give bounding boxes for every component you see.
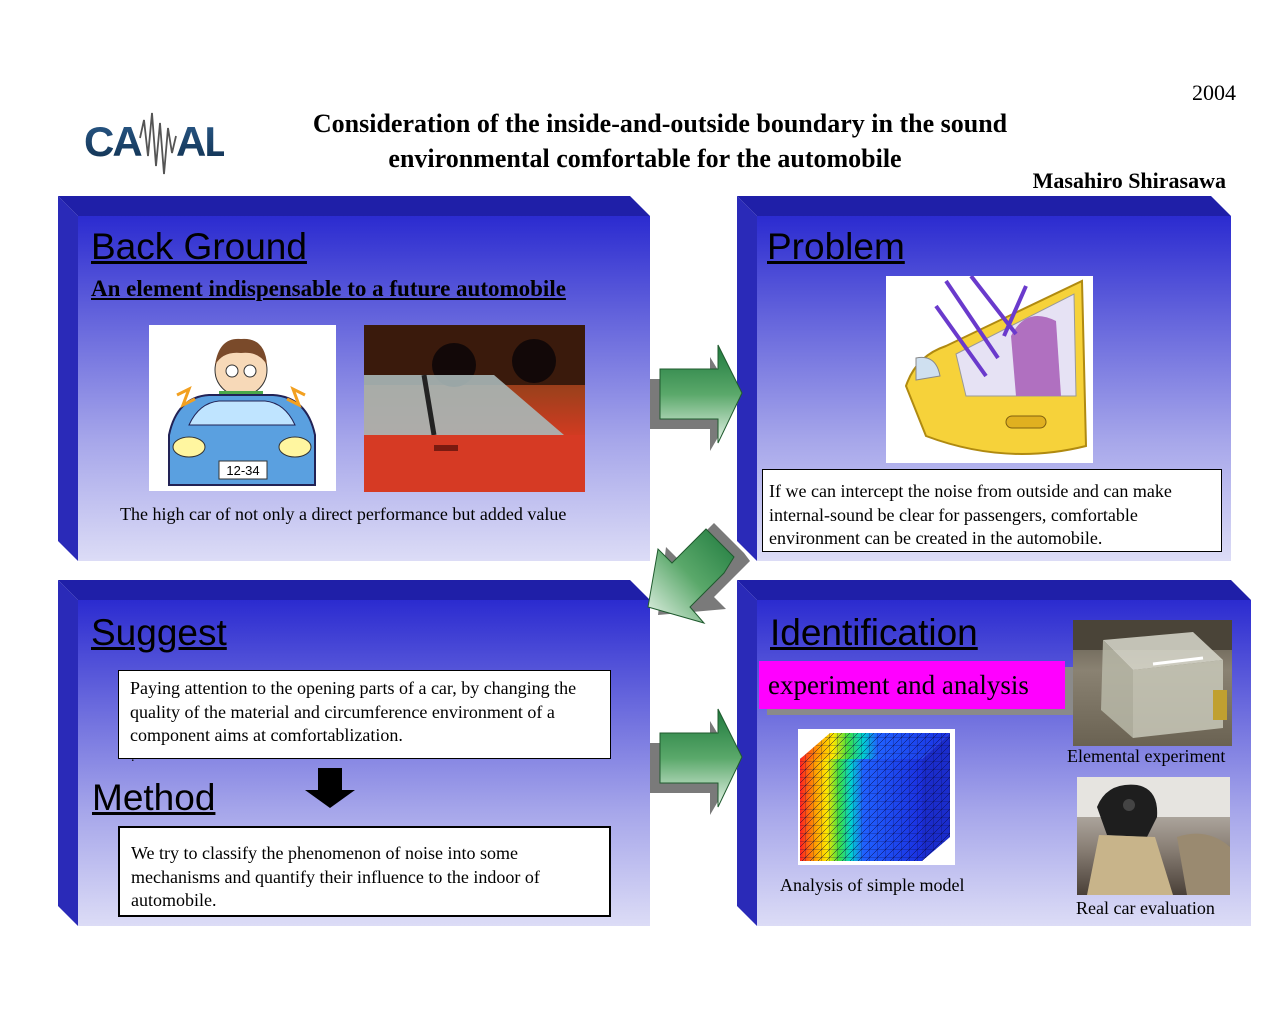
method-textbox: We try to classify the phenomenon of noi…	[118, 826, 611, 917]
real-car-photo	[1077, 777, 1230, 895]
experiment-analysis-highlight: experiment and analysis	[759, 661, 1065, 709]
problem-textbox: If we can intercept the noise from outsi…	[762, 469, 1222, 552]
noise-car-door-image	[886, 276, 1093, 463]
panel-bevel	[737, 196, 1231, 561]
simple-model-fem-image	[798, 729, 955, 865]
right-arrow-icon-top	[650, 344, 743, 451]
elemental-experiment-photo	[1073, 620, 1232, 746]
camal-logo: CA AL	[84, 108, 231, 178]
back-arrow-icon	[647, 523, 750, 624]
title-line-2: environmental comfortable for the automo…	[388, 144, 902, 173]
elemental-experiment-caption: Elemental experiment	[1067, 746, 1226, 766]
svg-text:12-34: 12-34	[226, 463, 259, 478]
background-caption: The high car of not only a direct perfor…	[120, 504, 567, 524]
suggest-textbox: Paying attention to the opening parts of…	[118, 670, 611, 759]
panel-bevel	[58, 196, 650, 561]
cartoon-car-image: 12-34	[149, 325, 336, 491]
year: 2004	[1192, 80, 1236, 105]
poster-title: Consideration of the inside-and-outside …	[240, 106, 1080, 176]
suggest-heading: Suggest	[91, 612, 227, 653]
author-name: Masahiro Shirasawa	[1032, 168, 1226, 193]
svg-text:AL: AL	[176, 118, 224, 165]
identification-heading: Identification	[770, 612, 978, 653]
panel-bevel	[58, 580, 650, 926]
right-arrow-icon-bottom	[650, 708, 743, 815]
method-heading: Method	[92, 777, 216, 818]
real-car-caption: Real car evaluation	[1076, 898, 1215, 918]
svg-text:CA: CA	[84, 118, 142, 165]
stray-dot: .	[131, 750, 135, 765]
down-arrow-icon	[305, 768, 355, 808]
red-car-photo	[364, 325, 585, 492]
background-subheading: An element indispensable to a future aut…	[91, 276, 566, 301]
panel-bevel	[737, 580, 1251, 926]
simple-model-caption: Analysis of simple model	[780, 875, 965, 895]
title-line-1: Consideration of the inside-and-outside …	[312, 109, 1008, 138]
background-heading: Back Ground	[91, 226, 307, 267]
problem-heading: Problem	[767, 226, 905, 267]
